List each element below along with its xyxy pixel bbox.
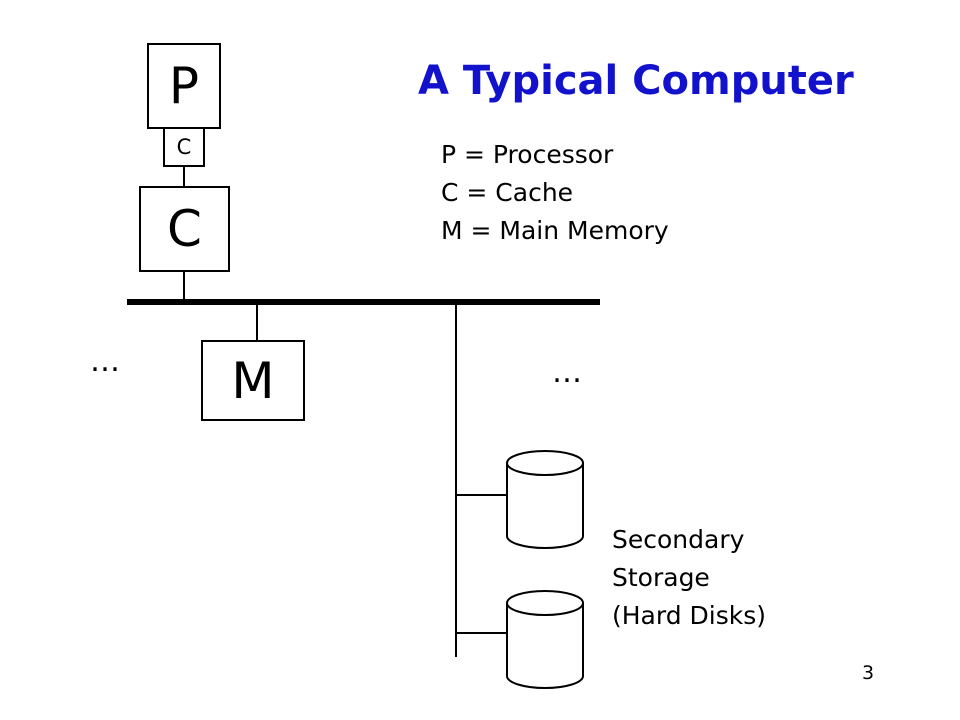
cache-label: C xyxy=(167,200,202,258)
legend: P = Processor C = Cache M = Main Memory xyxy=(441,136,669,250)
right-ellipsis: … xyxy=(552,355,582,390)
memory-label: M xyxy=(231,351,275,410)
storage-label-line: Secondary xyxy=(612,525,745,554)
left-ellipsis: … xyxy=(90,344,120,379)
memory-box: M xyxy=(201,340,305,421)
page-number: 3 xyxy=(862,662,875,684)
processor-label: P xyxy=(168,57,200,115)
legend-item-cache: C = Cache xyxy=(441,178,574,207)
storage-label-line: Storage xyxy=(612,563,710,592)
hard-disk-icon xyxy=(506,450,584,549)
slide-title: A Typical Computer xyxy=(418,58,854,104)
processor-box: P xyxy=(147,43,221,129)
legend-item-processor: P = Processor xyxy=(441,140,614,169)
l1-cache-label: C xyxy=(176,135,192,159)
secondary-storage-label: Secondary Storage (Hard Disks) xyxy=(612,521,766,635)
hard-disk-icon xyxy=(506,590,584,689)
cache-box: C xyxy=(139,186,230,272)
legend-item-memory: M = Main Memory xyxy=(441,216,669,245)
l1-cache-box: C xyxy=(163,127,205,167)
storage-label-line: (Hard Disks) xyxy=(612,601,767,630)
